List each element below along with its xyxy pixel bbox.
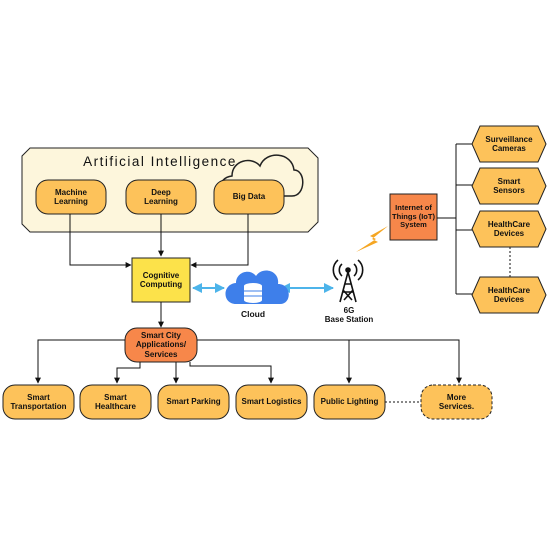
label-cognitive-computing: Cognitive Computing [139,270,183,289]
wire-iot-devices [437,143,473,295]
lightning-icon [356,226,388,252]
node-healthcare-devices-1 [471,210,547,248]
label-smart-parking: Smart Parking [166,397,221,407]
node-machine-learning [35,179,107,215]
node-smart-city-hub [124,327,198,363]
wire-hub-lighting [197,339,352,384]
node-smart-sensors [471,167,547,205]
node-big-data [213,179,285,215]
label-more-services: More Services. [438,392,475,411]
database-icon [244,283,262,303]
label-public-lighting: Public Lighting [320,397,379,407]
label-smart-logistics: Smart Logistics [241,397,302,407]
label-surveillance-cameras: Surveillance Cameras [485,134,533,153]
label-healthcare-devices-1: HealthCare Devices [487,219,531,238]
node-more-services [420,384,493,420]
node-healthcare-devices-2 [471,276,547,314]
wire-hub-more [349,339,462,384]
antenna-tower-icon [332,259,364,303]
wire-hub-healthcare [114,362,141,384]
label-smart-sensors: Smart Sensors [493,176,525,195]
node-iot-system [389,193,438,241]
label-smart-city-hub: Smart City Applications/ Services [135,331,187,359]
node-smart-healthcare [79,384,152,420]
node-smart-transportation [2,384,75,420]
label-smart-transportation: Smart Transportation [10,392,67,411]
label-smart-healthcare: Smart Healthcare [95,392,136,411]
label-cloud: Cloud [240,309,266,320]
wire-hub-transportation [35,339,125,384]
wire-bd-cognitive [190,214,249,268]
node-surveillance-cameras [471,125,547,163]
label-iot-system: Internet of Things (IoT) System [392,203,435,230]
ai-panel-title: Artificial Intelligence [83,154,237,170]
wire-ml-cognitive [69,214,132,268]
label-deep-learning: Deep Learning [144,187,178,206]
label-machine-learning: Machine Learning [54,187,88,206]
wire-hub-logistics [189,362,274,384]
label-6g-base-station: 6G Base Station [324,305,374,324]
label-big-data: Big Data [232,192,266,202]
node-smart-logistics [235,384,308,420]
label-healthcare-devices-2: HealthCare Devices [487,285,531,304]
node-smart-parking [157,384,230,420]
